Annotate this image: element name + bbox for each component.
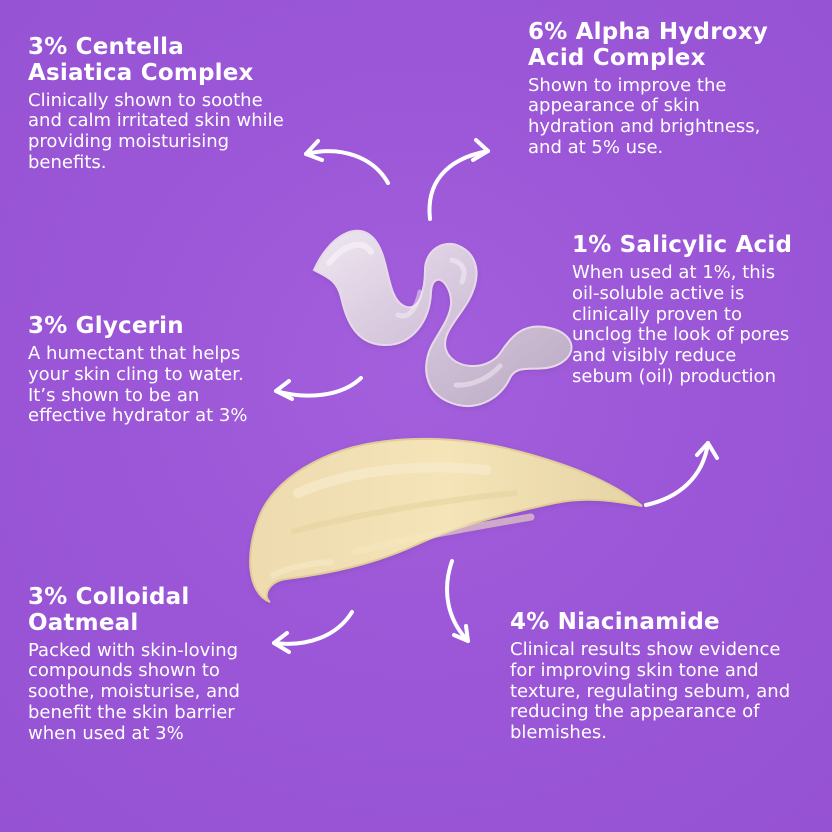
ingredient-description: Clinically shown to soothe and calm irri… <box>28 89 284 174</box>
ingredient-title: 4% Niacinamide <box>510 609 720 635</box>
ingredient-title: 3% Centella Asiatica Complex <box>28 34 254 86</box>
ingredient-aha: 6% Alpha Hydroxy Acid Complex Shown to i… <box>528 19 808 159</box>
ingredient-description: Clinical results show evidence for impro… <box>510 638 791 744</box>
curved-arrow-icon <box>427 138 490 221</box>
ingredient-title: 3% Colloidal Oatmeal <box>28 584 190 636</box>
ingredient-title: 1% Salicylic Acid <box>572 232 793 258</box>
ingredient-description: A humectant that helps your skin cling t… <box>28 342 248 427</box>
ingredient-glycerin: 3% Glycerin A humectant that helps your … <box>28 313 278 427</box>
gel-swatch <box>312 229 573 407</box>
ingredient-salicylic: 1% Salicylic Acid When used at 1%, this … <box>572 232 812 388</box>
cream-swatch <box>249 437 643 603</box>
ingredient-oatmeal: 3% Colloidal Oatmeal Packed with skin-lo… <box>28 584 308 745</box>
curved-arrow-icon <box>644 441 719 507</box>
curved-arrow-icon <box>304 139 390 185</box>
ingredient-description: When used at 1%, this oil-soluble active… <box>572 261 790 388</box>
ingredient-niacinamide: 4% Niacinamide Clinical results show evi… <box>510 609 810 744</box>
curved-arrow-icon <box>445 559 470 643</box>
ingredient-title: 6% Alpha Hydroxy Acid Complex <box>528 19 768 71</box>
arrow-group <box>272 138 719 654</box>
curved-arrow-icon <box>274 376 363 401</box>
ingredient-centella: 3% Centella Asiatica Complex Clinically … <box>28 34 313 174</box>
ingredient-description: Packed with skin-loving compounds shown … <box>28 639 240 744</box>
ingredient-description: Shown to improve the appearance of skin … <box>528 74 761 159</box>
ingredient-title: 3% Glycerin <box>28 313 184 339</box>
